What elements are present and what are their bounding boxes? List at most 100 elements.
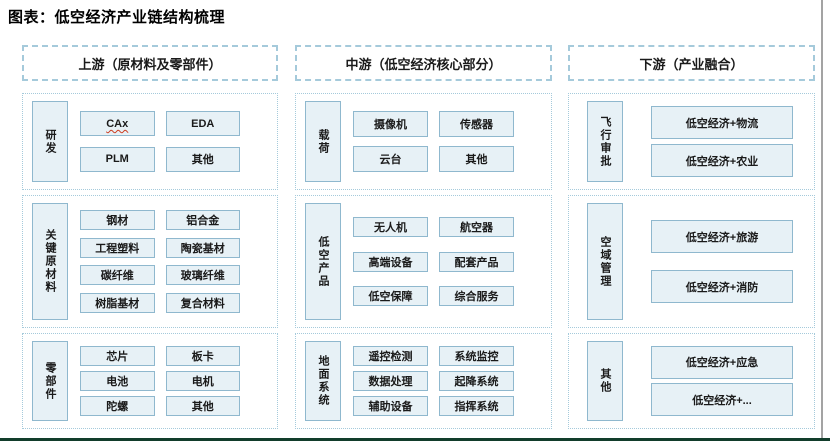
item-box: 板卡	[165, 346, 240, 366]
item-box: 高端设备	[353, 251, 428, 272]
section-container: 载荷 摄像机 传感器云台 其他	[295, 93, 552, 190]
item-label: 综合服务	[454, 290, 499, 303]
item-box: 航空器	[439, 217, 514, 238]
item-box: 低空经济+农业	[651, 144, 793, 177]
item-label: 云台	[379, 154, 402, 167]
item-label: 工程塑料	[95, 242, 140, 255]
item-label: 系统监控	[454, 351, 499, 363]
item-label: 数据处理	[368, 376, 413, 388]
item-label: 航空器	[460, 222, 493, 235]
section-items: 无人机 航空器高端设备 配套产品低空保障 综合服务	[353, 203, 514, 320]
item-label: 芯片	[106, 351, 129, 363]
column-midstream: 中游（低空经济核心部分）载荷摄像机传感器云台其他低空产品无人机航空器高端设备配套…	[295, 45, 552, 434]
item-box: 云台	[353, 146, 428, 173]
item-box: 低空经济+...	[651, 383, 793, 417]
section-container: 关键原材料 钢材 铝合金工程塑料 陶瓷基材碳纤维 玻璃纤维树脂基材 复合材料	[22, 195, 278, 328]
section-label: 零部件	[32, 341, 68, 421]
section-container: 低空产品无人机航空器高端设备配套产品低空保障综合服务	[295, 195, 552, 328]
section-items: 遥控检测 系统监控数据处理 起降系统辅助设备指挥系统	[353, 341, 514, 421]
item-box: 钢材	[80, 210, 155, 231]
column-header-downstream: 下游（产业融合）	[568, 45, 815, 81]
item-box: 陀螺	[80, 396, 155, 416]
item-label: 低空经济+农业	[685, 155, 759, 168]
section-label: 研发	[32, 101, 68, 182]
item-box: 低空经济+物流	[651, 106, 793, 139]
item-label: 电机	[191, 376, 214, 388]
item-box: 传感器	[439, 110, 514, 137]
page-right-border	[821, 0, 823, 440]
item-label: 铝合金	[186, 215, 220, 228]
item-label: PLM	[105, 153, 129, 166]
item-box: 工程塑料	[80, 237, 155, 258]
item-box: 电池	[80, 371, 155, 391]
item-label: 板卡	[191, 351, 214, 363]
item-label: 低空经济+...	[692, 394, 752, 407]
bottom-rule-line	[0, 438, 830, 441]
item-label: 低空经济+物流	[685, 117, 759, 130]
item-box: 电机	[165, 371, 240, 391]
item-label: CAx	[106, 117, 129, 130]
item-label: 钢材	[106, 215, 129, 228]
item-box: 指挥系统	[439, 396, 514, 416]
item-box: 辅助设备	[353, 396, 428, 416]
item-box: EDA	[165, 111, 240, 137]
column-downstream: 下游（产业融合）飞行审批低空经济+物流低空经济+农业空域管理低空经济+旅游低空经…	[568, 45, 815, 434]
item-box: PLM	[80, 146, 155, 172]
section-container: 地面系统 遥控检测 系统监控数据处理 起降系统辅助设备指挥系统	[295, 333, 552, 429]
item-label: 配套产品	[454, 256, 499, 269]
item-box: 综合服务	[439, 285, 514, 306]
item-box: 低空经济+旅游	[651, 220, 793, 253]
item-label: 陶瓷基材	[180, 242, 225, 255]
section-container: 零部件 芯片 板卡电池 电机陀螺 其他	[22, 333, 278, 429]
item-label: 高端设备	[368, 256, 413, 269]
section-label: 地面系统	[305, 341, 341, 421]
item-label: 玻璃纤维	[180, 270, 225, 283]
item-box: 无人机	[353, 217, 428, 238]
section-label: 其他	[587, 341, 623, 421]
item-box: 低空保障	[353, 285, 428, 306]
section-label: 空域管理	[587, 203, 623, 320]
section-container: 其他低空经济+应急低空经济+...	[568, 333, 815, 429]
column-header-upstream: 上游（原材料及零部件）	[22, 45, 278, 81]
item-box: 低空经济+消防	[651, 270, 793, 303]
section-container: 空域管理低空经济+旅游低空经济+消防	[568, 195, 815, 328]
item-box: 碳纤维	[80, 265, 155, 286]
section-items: 低空经济+物流低空经济+农业	[651, 101, 793, 182]
item-label: 低空经济+旅游	[685, 231, 759, 244]
section-items: 摄像机 传感器云台 其他	[353, 101, 514, 182]
section-items: CAx EDA PLM 其他	[80, 101, 240, 182]
item-box: 芯片	[80, 346, 155, 366]
item-label: 其他	[191, 154, 214, 167]
item-label: 其他	[191, 401, 214, 413]
section-items: 钢材 铝合金工程塑料 陶瓷基材碳纤维 玻璃纤维树脂基材 复合材料	[80, 203, 240, 320]
section-items: 低空经济+应急低空经济+...	[651, 341, 793, 421]
item-box: 其他	[439, 146, 514, 173]
item-label: 无人机	[374, 222, 407, 235]
item-label: 低空经济+应急	[685, 357, 759, 370]
section-label: 载荷	[305, 101, 341, 182]
section-container: 飞行审批低空经济+物流低空经济+农业	[568, 93, 815, 190]
section-label: 关键原材料	[32, 203, 68, 320]
item-label: 起降系统	[454, 376, 499, 388]
item-box: 玻璃纤维	[165, 265, 240, 286]
item-box: 其他	[165, 146, 240, 172]
item-label: 低空保障	[368, 290, 413, 303]
item-label: 摄像机	[374, 118, 407, 131]
section-items: 低空经济+旅游低空经济+消防	[651, 203, 793, 320]
item-label: 遥控检测	[368, 351, 413, 363]
section-label: 飞行审批	[587, 101, 623, 182]
item-label: 其他	[465, 154, 488, 167]
item-box: 铝合金	[165, 210, 240, 231]
item-label: 树脂基材	[95, 297, 140, 310]
item-label: 复合材料	[180, 297, 225, 310]
section-items: 芯片 板卡电池 电机陀螺 其他	[80, 341, 240, 421]
item-box: 树脂基材	[80, 292, 155, 313]
item-label: 低空经济+消防	[685, 281, 759, 294]
item-box: 低空经济+应急	[651, 345, 793, 379]
item-box: 数据处理	[353, 371, 428, 391]
item-box: 遥控检测	[353, 346, 428, 366]
section-container: 研发 CAx EDA PLM 其他	[22, 93, 278, 190]
item-box: CAx	[80, 111, 155, 137]
